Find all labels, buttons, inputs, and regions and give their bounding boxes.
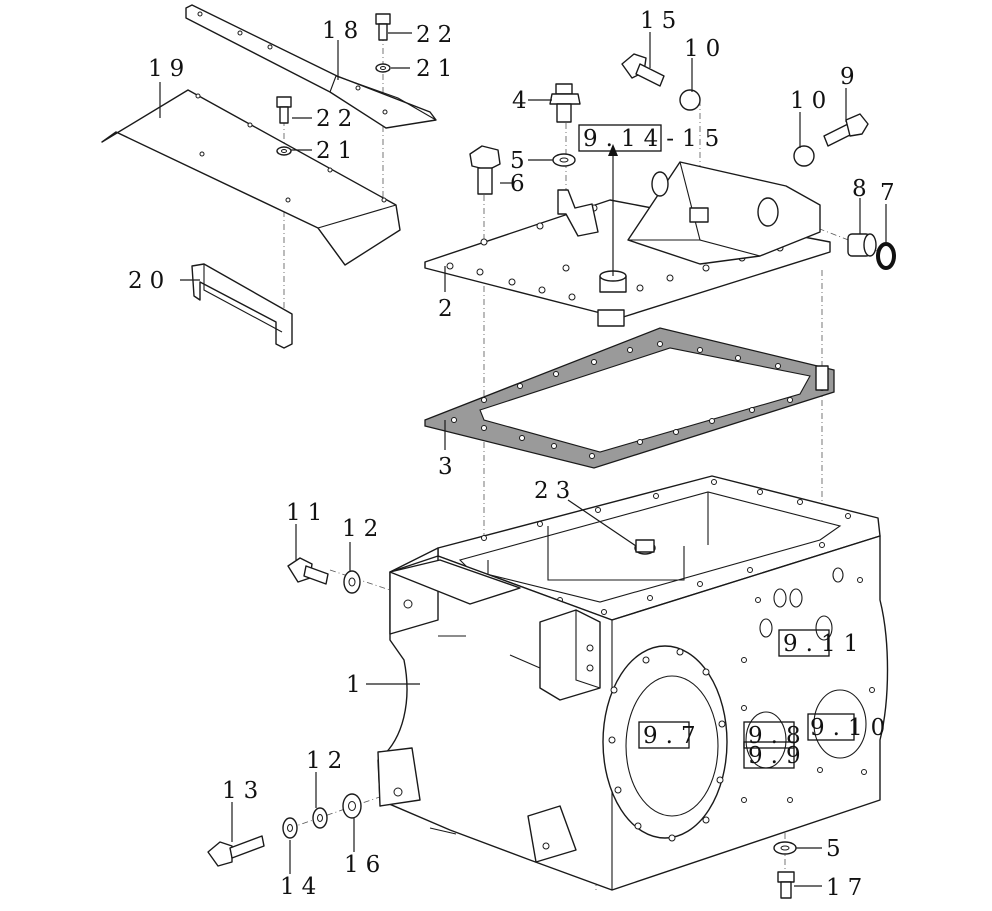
- label-16: 16: [344, 852, 387, 878]
- label-21-upper: 21: [416, 56, 459, 82]
- label-18: 18: [322, 18, 365, 44]
- label-9: 9: [840, 64, 862, 90]
- washer-part-10-right: [793, 145, 815, 167]
- breather-part-4: [549, 83, 581, 123]
- label-22-lower: 22: [316, 106, 359, 132]
- washer-part-10-upper: [679, 89, 701, 111]
- label-20: 20: [128, 268, 171, 294]
- ref-9-8: 9.8: [748, 723, 809, 749]
- ref-9-9: 9.9: [748, 743, 809, 769]
- reference-boxes: [578, 124, 855, 769]
- label-19: 19: [148, 56, 191, 82]
- bolt-part-6: [469, 145, 501, 195]
- washer-5-hole: [559, 157, 569, 163]
- label-15: 15: [640, 8, 683, 34]
- label-8: 8: [852, 176, 874, 202]
- label-17: 17: [826, 875, 869, 901]
- label-11: 11: [286, 500, 329, 526]
- leader-lines: [159, 32, 887, 887]
- bolt-22-lower: [276, 96, 292, 156]
- bolt-part-9: [823, 113, 869, 147]
- ref-9-7: 9.7: [643, 723, 704, 749]
- sleeve-part-8: [847, 233, 877, 257]
- label-22-upper: 22: [416, 22, 459, 48]
- ref-9-14-15: 9.14-15: [583, 126, 727, 152]
- o-ring-part-7: [876, 242, 896, 270]
- cover-plate-part-19: [101, 89, 401, 266]
- label-13: 13: [222, 778, 265, 804]
- bolt-22-upper: [375, 13, 391, 73]
- label-2: 2: [438, 296, 460, 322]
- ref-arrow-head: [608, 144, 618, 156]
- label-5-lower: 5: [826, 836, 848, 862]
- label-6: 6: [510, 171, 532, 197]
- bolt-part-11: [287, 557, 329, 585]
- bolt-part-13: [207, 835, 265, 867]
- bolt-part-17: [777, 871, 795, 899]
- washer-12-hole: [348, 577, 356, 587]
- bolt-part-15: [621, 53, 665, 87]
- washer-12-lower-hole: [317, 814, 323, 822]
- label-5-upper: 5: [510, 148, 532, 174]
- top-plate-part-2: [424, 161, 831, 327]
- label-1: 1: [346, 672, 368, 698]
- label-10-right: 10: [790, 88, 833, 114]
- label-12-lower: 12: [306, 748, 349, 774]
- bracket-part-20: [191, 263, 293, 349]
- label-23: 23: [534, 478, 577, 504]
- cover-strip-part-18: [185, 4, 437, 129]
- label-21-lower: 21: [316, 138, 359, 164]
- label-4: 4: [512, 88, 534, 114]
- label-7: 7: [880, 180, 902, 206]
- ref-9-11: 9.11: [783, 631, 866, 657]
- label-12-upper: 12: [342, 516, 385, 542]
- main-housing-part-1: [377, 475, 889, 891]
- label-14: 14: [280, 874, 323, 900]
- nut-16-hole: [348, 801, 356, 811]
- ref-9-10: 9.10: [810, 715, 893, 741]
- gasket-part-3: [424, 327, 835, 469]
- washer-14-hole: [287, 824, 293, 832]
- label-10-upper: 10: [684, 36, 727, 62]
- label-3: 3: [438, 454, 460, 480]
- washer-5-lower-hole: [780, 845, 790, 851]
